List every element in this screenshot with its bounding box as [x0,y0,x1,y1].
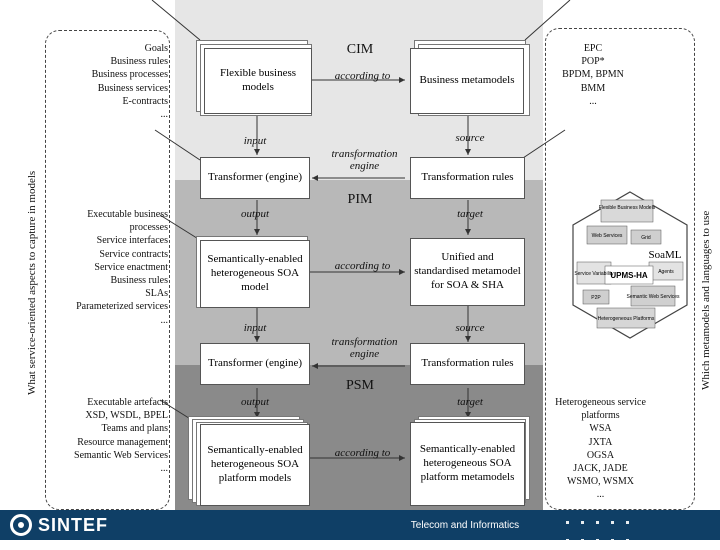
transformer-engine-box: Transformer (engine) [200,343,310,385]
according-to-label: according to [334,70,391,82]
list-item: JXTA [588,436,613,448]
input-label: input [243,322,267,334]
right-dashed-frame [545,28,695,510]
list-item: ... [596,489,605,501]
left-dashed-frame [45,30,170,510]
left-vertical-label: What service-oriented aspects to capture… [26,170,38,395]
psm-languages-list: Heterogeneous service platforms WSA JXTA… [553,396,648,502]
cim-label: CIM [346,42,374,57]
list-item: BMM [580,82,606,94]
list-item: Parameterized services [76,301,168,313]
list-item: ... [160,108,169,120]
list-item: ... [589,95,597,107]
source-label: source [455,322,485,334]
right-vertical-label: Which metamodels and languages to use [700,210,712,390]
list-item: BPDM, BPMN [562,69,624,81]
list-item: E-contracts [122,95,168,107]
soaml-title: SoaML [649,249,682,261]
flexible-business-models-box: Flexible business models [204,48,312,114]
transformation-engine-label: transformation engine [331,336,398,361]
list-item: Service interfaces [96,235,168,247]
list-item: ... [160,462,169,474]
soaml-part-label: Service Variability [574,271,614,277]
soaml-part-label: Semantic Web Services [627,294,680,300]
target-label: target [457,208,483,220]
list-item: POP* [581,56,605,68]
list-item: Service enactment [94,261,168,273]
output-label: output [240,208,270,220]
list-item: Executable artefacts [87,397,168,408]
list-item: Service contracts [99,248,168,260]
footer-department: Telecom and Informatics [410,520,520,531]
soaml-part-label: Heterogeneous Platforms [598,316,655,322]
list-item: SLAs [145,288,168,300]
soaml-part-label: Grid [641,235,651,241]
soaml-center-label: UPMS-HA [610,271,648,280]
brand-name: SINTEF [38,514,109,535]
sintef-logo: SINTEF [10,513,140,537]
sintef-logo-icon [10,514,32,536]
cim-languages-list: EPC POP* BPDM, BPMN BMM ... [548,42,638,108]
source-label: source [455,132,485,144]
pim-aspects-list: Executable business processes Service in… [55,208,168,327]
list-item: Goals [144,43,168,54]
cim-aspects-list: Goals Business rules Business processes … [60,42,168,121]
according-to-label: according to [334,447,391,459]
transformation-rules-box: Transformation rules [410,157,525,199]
psm-label: PSM [345,378,375,393]
semantic-platform-models-box: Semantically-enabled heterogeneous SOA p… [200,424,310,506]
footer-dot-pattern [560,514,660,542]
list-item: Business rules [110,56,169,68]
list-item: XSD, WSDL, BPEL [85,410,168,422]
list-item: WSA [589,423,612,435]
unified-metamodel-box: Unified and standardised metamodel for S… [410,238,525,306]
list-item: Business rules [110,274,169,286]
input-label: input [243,135,267,147]
according-to-label: according to [334,260,391,272]
list-item: EPC [583,43,603,54]
list-item: Business services [97,82,168,94]
output-label: output [240,396,270,408]
semantic-soa-model-box: Semantically-enabled heterogeneous SOA m… [200,240,310,308]
soaml-part-label: P2P [591,295,601,301]
list-item: Semantic Web Services [74,449,168,461]
soaml-part-label: Agents [658,269,674,275]
transformer-engine-box: Transformer (engine) [200,157,310,199]
psm-aspects-list: Executable artefacts XSD, WSDL, BPEL Tea… [55,396,168,475]
soaml-graphic: Flexible Business Models Web Services Gr… [572,191,688,339]
list-item: Business processes [91,69,168,81]
target-label: target [457,396,483,408]
pim-label: PIM [347,192,373,207]
list-item: ... [160,314,169,326]
list-item: Executable business processes [87,209,168,234]
soaml-diagram: Flexible Business Models Web Services Gr… [565,190,695,340]
business-metamodels-box: Business metamodels [410,48,524,114]
list-item: OGSA [586,449,615,461]
soaml-part-label: Flexible Business Models [599,205,656,211]
list-item: Teams and plans [101,423,168,435]
semantic-platform-metamodels-box: Semantically-enabled heterogeneous SOA p… [410,422,525,506]
list-item: JACK, JADE [573,462,628,474]
transformation-rules-box: Transformation rules [410,343,525,385]
soaml-part-label: Web Services [592,233,623,239]
footer-bar [0,510,720,540]
transformation-engine-label: transformation engine [331,148,398,173]
list-item: WSMO, WSMX [566,476,635,488]
list-item: Resource management [77,436,168,448]
list-item: Heterogeneous service platforms [555,397,646,422]
